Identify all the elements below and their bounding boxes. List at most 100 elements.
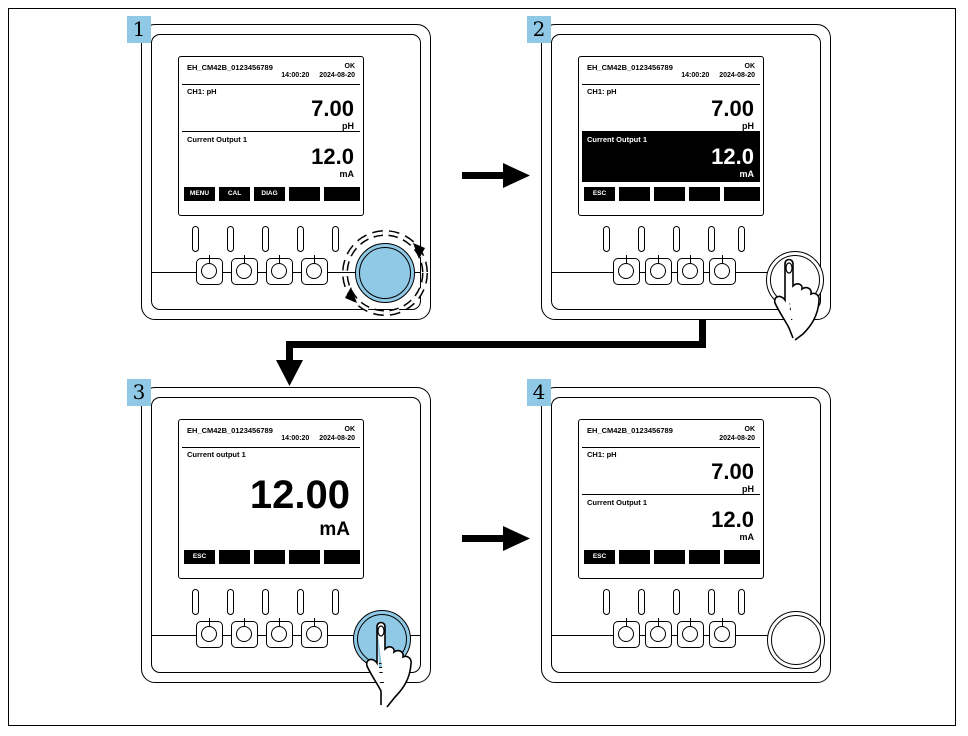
hardware-button-4[interactable] [709,618,736,648]
display-header: EH_CM42B_0123456789 OK 2024-08-20 [582,423,760,448]
softkey-bar: ESC [184,550,360,574]
softkey-cal[interactable]: CAL [219,187,250,201]
hardware-button-3[interactable] [266,255,293,285]
button-marker [209,618,211,626]
navigator-knob[interactable] [355,243,415,303]
hardware-button-1[interactable] [613,255,640,285]
softkey-slot [738,589,745,615]
button-marker [722,618,724,626]
status-text: OK [744,63,756,70]
softkey-4[interactable] [689,550,720,564]
button-marker [690,255,692,263]
device-bezel [151,397,421,673]
display-frame: EH_CM42B_0123456789 OK 14:00:20 2024-08-… [178,56,364,216]
display: EH_CM42B_0123456789 OK 14:00:20 2024-08-… [182,423,360,575]
date-text: 2024-08-20 [319,72,355,79]
softkey-slot [738,226,745,252]
button-marker [244,255,246,263]
softkey-slot [227,226,234,252]
device-name: EH_CM42B_0123456789 [587,63,673,72]
ph-unit: pH [742,121,754,131]
softkey-slot [603,226,610,252]
current-output-section: Current Output 1 12.0 mA [582,495,760,545]
softkey-3[interactable] [654,187,685,201]
softkey-slot [673,226,680,252]
softkey-bar: ESC [584,187,760,211]
softkey-4[interactable] [289,550,320,564]
button-marker [722,255,724,263]
hardware-button-2[interactable] [231,618,258,648]
navigator-knob[interactable] [767,611,825,669]
button-marker [209,255,211,263]
hardware-button-3[interactable] [266,618,293,648]
display-frame: EH_CM42B_0123456789 OK 14:00:20 2024-08-… [578,56,764,216]
softkey-5[interactable] [324,550,360,564]
softkey-esc[interactable]: ESC [184,550,215,564]
softkey-slot [708,589,715,615]
softkey-3[interactable] [654,550,685,564]
hardware-button-2[interactable] [231,255,258,285]
display-frame: EH_CM42B_0123456789 OK 14:00:20 2024-08-… [178,419,364,579]
device-bezel [551,397,821,673]
softkey-slot [262,226,269,252]
button-marker [314,618,316,626]
hardware-button-1[interactable] [196,255,223,285]
ph-section: CH1: pH 7.00 pH [582,84,760,132]
step-3-panel: EH_CM42B_0123456789 OK 14:00:20 2024-08-… [127,379,431,708]
device-name: EH_CM42B_0123456789 [187,426,273,435]
softkey-esc[interactable]: ESC [584,187,615,201]
softkey-5[interactable] [724,187,760,201]
softkey-menu[interactable]: MENU [184,187,215,201]
softkey-slot [192,226,199,252]
display: EH_CM42B_0123456789 OK 14:00:20 2024-08-… [182,60,360,212]
softkey-4[interactable] [689,187,720,201]
figure-frame [8,8,956,726]
button-marker [658,618,660,626]
current-output-section-selected[interactable]: Current Output 1 12.0 mA [582,132,760,182]
button-marker [626,255,628,263]
hardware-button-3[interactable] [677,255,704,285]
display-header: EH_CM42B_0123456789 OK 14:00:20 2024-08-… [182,60,360,85]
current-output-label: Current Output 1 [587,498,647,507]
pressing-finger-icon [773,258,820,341]
ph-value: 7.00 [711,459,754,484]
display: EH_CM42B_0123456789 OK 2024-08-20 CH1: p… [582,423,760,575]
hardware-button-4[interactable] [301,618,328,648]
softkey-2[interactable] [219,550,250,564]
date-text: 2024-08-20 [319,435,355,442]
button-marker [626,618,628,626]
status-text: OK [344,426,356,433]
hardware-button-2[interactable] [645,618,672,648]
softkey-2[interactable] [619,550,650,564]
softkey-esc[interactable]: ESC [584,550,615,564]
hardware-button-3[interactable] [677,618,704,648]
softkey-slot [297,226,304,252]
softkey-5[interactable] [324,187,360,201]
softkey-3[interactable] [254,550,285,564]
hardware-button-4[interactable] [301,255,328,285]
date-text: 2024-08-20 [719,435,755,442]
softkey-4[interactable] [289,187,320,201]
button-marker [279,255,281,263]
softkey-slot [638,589,645,615]
hardware-button-1[interactable] [196,618,223,648]
current-output-unit: mA [739,532,754,542]
current-output-unit: mA [319,519,350,540]
pressing-finger-icon [365,621,412,708]
hardware-button-4[interactable] [709,255,736,285]
softkey-slot [227,589,234,615]
softkey-slot [262,589,269,615]
hardware-button-1[interactable] [613,618,640,648]
softkey-slot [603,589,610,615]
status-text: OK [744,426,756,433]
softkey-slot [192,589,199,615]
softkey-2[interactable] [619,187,650,201]
ph-label: CH1: pH [587,450,617,459]
softkey-diag[interactable]: DIAG [254,187,285,201]
current-output-label: Current Output 1 [587,135,647,144]
softkey-5[interactable] [724,550,760,564]
button-marker [314,255,316,263]
hardware-button-2[interactable] [645,255,672,285]
rotate-arrows-icon [342,230,428,316]
